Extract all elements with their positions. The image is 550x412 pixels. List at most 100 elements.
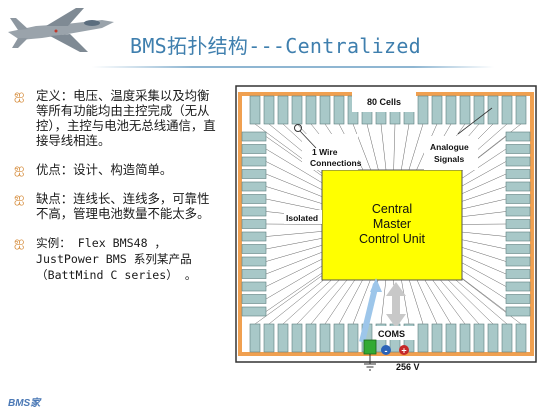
centralized-bms-diagram: Central Master Control Unit 80 Cells 1 W… <box>228 78 544 378</box>
battery-cell <box>473 323 485 353</box>
battery-cell <box>505 269 531 279</box>
battery-cell <box>333 95 345 125</box>
cells-count-label: 80 Cells <box>367 97 401 107</box>
coms-label-backing <box>374 326 416 340</box>
battery-cell <box>241 306 267 317</box>
pack-voltage-label: 256 V <box>396 362 420 372</box>
bullet-marker-icon: ஐ <box>14 191 25 206</box>
slide-title: BMS拓扑结构---Centralized <box>130 34 421 58</box>
battery-cell <box>505 156 531 167</box>
battery-cell <box>241 194 267 204</box>
battery-cell <box>305 323 317 353</box>
battery-cell <box>505 194 531 204</box>
bms-home-logo: BMS家 <box>8 398 41 409</box>
cells-label-backing <box>352 90 416 112</box>
battery-cell <box>505 256 531 267</box>
coms-label: COMS <box>378 329 405 339</box>
battery-cell <box>505 244 531 254</box>
battery-cell <box>505 219 531 229</box>
analogue-pointer-line <box>457 107 493 135</box>
battery-cell <box>241 181 267 192</box>
bullet-marker-icon: ஐ <box>14 235 25 250</box>
bullet-text: 缺点：连线长、连线多，可靠性不高，管理电池数量不能太多。 <box>36 191 210 221</box>
battery-cell <box>263 323 275 353</box>
minus-sign: - <box>385 346 388 356</box>
unit-label-line-1: Central <box>372 202 412 216</box>
battery-cell <box>445 95 457 125</box>
analogue-label-backing <box>424 136 478 170</box>
bullet-advantage: ஐ 优点：设计、构造简单。 <box>14 162 219 177</box>
battery-cell <box>249 323 261 353</box>
wire-pointer-line <box>299 130 317 149</box>
battery-cell <box>241 294 267 304</box>
battery-cell <box>333 323 345 353</box>
battery-cell <box>487 95 499 125</box>
battery-cell <box>515 95 527 125</box>
battery-cell <box>431 95 443 125</box>
bullet-disadvantage: ஐ 缺点：连线长、连线多，可靠性不高，管理电池数量不能太多。 <box>14 191 219 221</box>
battery-cell <box>241 231 267 242</box>
battery-cell <box>505 306 531 317</box>
bullet-text: 实例： Flex BMS48 ， JustPower BMS 系列某产品（Bat… <box>36 236 197 282</box>
battery-cell <box>241 144 267 154</box>
coms-arrow-top-icon <box>386 282 406 296</box>
battery-cell <box>431 323 443 353</box>
battery-cell <box>241 156 267 167</box>
isolated-label-backing <box>284 210 322 224</box>
central-master-control-unit <box>321 169 463 281</box>
battery-cell <box>319 95 331 125</box>
bullet-text: 定义：电压、温度采集以及均衡等所有功能均由主控完成（无从控），主控与电池无总线通… <box>36 88 216 148</box>
title-underline <box>92 66 494 68</box>
battery-cell <box>291 323 303 353</box>
battery-cell <box>291 95 303 125</box>
battery-cell <box>417 95 429 125</box>
battery-cell <box>505 294 531 304</box>
bullet-marker-icon: ஐ <box>14 162 25 177</box>
battery-cell <box>347 323 359 353</box>
plus-terminal-icon <box>399 345 409 355</box>
battery-cell <box>501 323 513 353</box>
minus-terminal-icon <box>381 345 391 355</box>
battery-cell <box>263 95 275 125</box>
battery-cell <box>505 281 531 292</box>
battery-cell <box>249 95 261 125</box>
battery-cell <box>505 231 531 242</box>
battery-cell <box>241 269 267 279</box>
battery-cell <box>487 323 499 353</box>
battery-cell <box>277 323 289 353</box>
analogue-label-line-1: Analogue <box>430 142 469 152</box>
wire-label-backing <box>302 134 358 170</box>
battery-cell <box>501 95 513 125</box>
battery-cell <box>241 219 267 229</box>
battery-cell <box>417 323 429 353</box>
analogue-label-line-2: Signals <box>434 154 465 164</box>
bullet-text: 优点：设计、构造简单。 <box>36 162 173 177</box>
battery-cell <box>241 244 267 254</box>
bullet-list: ஐ 定义：电压、温度采集以及均衡等所有功能均由主控完成（无从控），主控与电池无总… <box>14 88 219 297</box>
unit-label-line-3: Control Unit <box>359 232 426 246</box>
battery-cell <box>241 169 267 179</box>
coms-arrow-shaft <box>392 294 400 316</box>
wire-label-line-2: Connections <box>310 158 362 168</box>
battery-frame <box>235 85 537 363</box>
battery-cell <box>505 131 531 142</box>
plus-sign: + <box>401 346 406 356</box>
battery-cell <box>459 95 471 125</box>
isolated-label: Isolated <box>286 213 318 223</box>
battery-cell <box>505 144 531 154</box>
isolated-coms-link <box>359 283 379 343</box>
battery-cell <box>505 206 531 217</box>
battery-cell <box>445 323 457 353</box>
right-bus-bar <box>530 92 534 356</box>
battery-cell <box>241 256 267 267</box>
battery-cell <box>319 323 331 353</box>
left-bus-bar <box>238 92 242 356</box>
coms-arrow-up-icon <box>370 278 382 292</box>
battery-cell <box>505 169 531 179</box>
coms-arrow-bottom-icon <box>386 314 406 328</box>
battery-cell <box>277 95 289 125</box>
battery-cell <box>515 323 527 353</box>
bullet-marker-icon: ஐ <box>14 88 25 103</box>
fighter-jet-logo-icon <box>8 8 114 52</box>
battery-cell <box>241 281 267 292</box>
